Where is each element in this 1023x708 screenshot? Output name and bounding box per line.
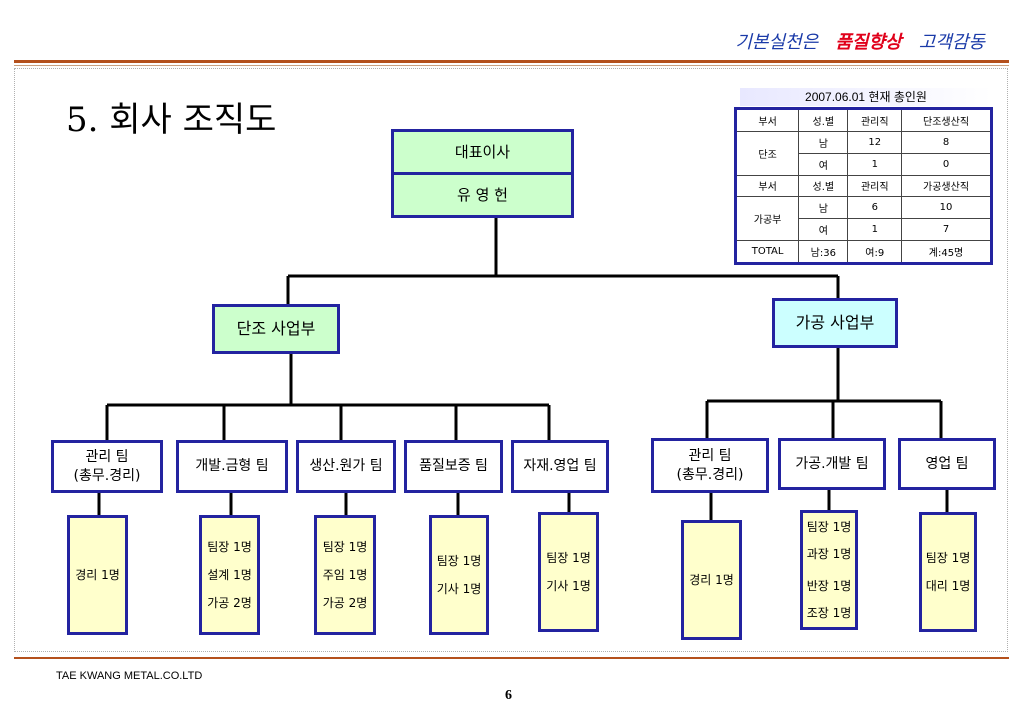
table-cell: 여:9 bbox=[847, 240, 903, 264]
table-row: 여 1 0 bbox=[736, 152, 992, 176]
header-rule-thin bbox=[14, 65, 1009, 66]
table-cell: 가공부 bbox=[734, 196, 800, 242]
processing-division-box: 가공 사업부 bbox=[772, 298, 898, 348]
forging-team-dev-mold: 개발.금형 팀 bbox=[176, 440, 288, 493]
ceo-name-box: 유 영 헌 bbox=[391, 172, 574, 218]
table-row: 가공부 남 6 10 bbox=[734, 196, 992, 242]
table-cell: 7 bbox=[901, 218, 992, 242]
table-cell: 0 bbox=[901, 152, 992, 176]
processing-process-dev-staff: 팀장 1명 과장 1명 반장 1명 조장 1명 bbox=[800, 510, 858, 630]
table-row: 부서 성.별 관리직 가공생산직 bbox=[734, 174, 992, 198]
table-cell: 10 bbox=[901, 196, 992, 220]
table-cell: 계:45명 bbox=[901, 240, 992, 264]
header-rule bbox=[14, 60, 1009, 63]
slogan: 기본실천은 품질향상 고객감동 bbox=[735, 28, 985, 54]
forging-quality-staff: 팀장 1명 기사 1명 bbox=[429, 515, 489, 635]
staff-entry: 팀장 1명 bbox=[925, 550, 971, 565]
forging-team-material-sales: 자재.영업 팀 bbox=[511, 440, 609, 493]
forging-production-cost-staff: 팀장 1명 주임 1명 가공 2명 bbox=[314, 515, 376, 635]
table-cell: 1 bbox=[847, 152, 903, 176]
staff-entry: 가공 2명 bbox=[322, 596, 368, 611]
forging-team-production-cost: 생산.원가 팀 bbox=[296, 440, 396, 493]
staff-entry: 팀장 1명 bbox=[207, 539, 252, 554]
staff-entry: 팀장 1명 bbox=[436, 553, 482, 568]
slogan-part3: 고객감동 bbox=[918, 32, 985, 53]
staff-entry: 팀장 1명 bbox=[322, 539, 368, 554]
staff-entry: 주임 1명 bbox=[322, 567, 368, 582]
company-name: TAE KWANG METAL.CO.LTD bbox=[56, 670, 203, 682]
ceo-role: 대표이사 bbox=[454, 142, 511, 161]
processing-team-sales: 영업 팀 bbox=[898, 438, 996, 490]
forging-division-box: 단조 사업부 bbox=[212, 304, 340, 354]
processing-admin-staff: 경리 1명 bbox=[681, 520, 742, 640]
staff-entry: 팀장 1명 bbox=[806, 519, 852, 534]
table-cell: 여 bbox=[798, 218, 849, 242]
forging-material-sales-staff: 팀장 1명 기사 1명 bbox=[538, 512, 599, 632]
forging-team-quality: 품질보증 팀 bbox=[404, 440, 503, 493]
table-cell: 6 bbox=[847, 196, 903, 220]
staff-entry: 가공 2명 bbox=[207, 596, 252, 611]
table-cell: TOTAL bbox=[734, 240, 800, 264]
table-cell: 남 bbox=[798, 196, 849, 220]
processing-team-admin: 관리 팀 (총무.경리) bbox=[651, 438, 769, 493]
table-cell: 관리직 bbox=[847, 108, 903, 132]
content-frame bbox=[14, 68, 1008, 652]
table-cell: 여 bbox=[798, 152, 849, 176]
slogan-part1: 기본실천은 bbox=[735, 32, 819, 53]
staff-entry: 조장 1명 bbox=[806, 606, 852, 621]
table-cell: 단조 bbox=[734, 130, 800, 176]
table-cell: 성.별 bbox=[798, 174, 849, 198]
table-cell: 8 bbox=[901, 130, 992, 154]
footer-rule bbox=[14, 657, 1009, 659]
staff-entry: 팀장 1명 bbox=[546, 550, 591, 565]
forging-admin-staff: 경리 1명 bbox=[67, 515, 128, 635]
forging-team-admin: 관리 팀 (총무.경리) bbox=[51, 440, 163, 493]
team-label: 관리 팀 (총무.경리) bbox=[73, 448, 141, 484]
staff-entry: 반장 1명 bbox=[806, 579, 852, 593]
team-label: 관리 팀 (총무.경리) bbox=[676, 447, 744, 483]
forging-dev-mold-staff: 팀장 1명 설계 1명 가공 2명 bbox=[199, 515, 260, 635]
table-cell: 남 bbox=[798, 130, 849, 154]
table-cell: 관리직 bbox=[847, 174, 903, 198]
staff-entry: 과장 1명 bbox=[806, 546, 852, 561]
team-label: 개발.금형 팀 bbox=[195, 458, 269, 475]
table-row: 부서 성.별 관리직 단조생산직 bbox=[734, 108, 992, 132]
table-row: TOTAL 남:36 여:9 계:45명 bbox=[734, 240, 992, 264]
page-number: 6 bbox=[505, 688, 512, 703]
team-label: 생산.원가 팀 bbox=[309, 458, 383, 475]
table-cell: 단조생산직 bbox=[901, 108, 992, 132]
processing-division-label: 가공 사업부 bbox=[795, 313, 875, 333]
table-row: 단조 남 12 8 bbox=[734, 130, 992, 176]
team-label: 자재.영업 팀 bbox=[523, 458, 597, 475]
staff-entry: 기사 1명 bbox=[546, 579, 591, 593]
staff-entry: 설계 1명 bbox=[207, 567, 252, 582]
table-cell: 부서 bbox=[734, 174, 800, 198]
ceo-title-box: 대표이사 bbox=[391, 129, 574, 175]
table-cell: 가공생산직 bbox=[901, 174, 992, 198]
page-title: 5. 회사 조직도 bbox=[66, 100, 277, 140]
table-cell: 12 bbox=[847, 130, 903, 154]
table-cell: 남:36 bbox=[798, 240, 849, 264]
slogan-highlight: 품질향상 bbox=[835, 32, 902, 53]
processing-sales-staff: 팀장 1명 대리 1명 bbox=[919, 512, 977, 632]
team-label: 영업 팀 bbox=[925, 455, 969, 472]
ceo-name: 유 영 헌 bbox=[457, 185, 508, 204]
headcount-table-caption: 2007.06.01 현재 총인원 bbox=[740, 88, 992, 106]
team-label: 품질보증 팀 bbox=[419, 458, 488, 475]
staff-entry: 기사 1명 bbox=[436, 582, 482, 596]
table-cell: 성.별 bbox=[798, 108, 849, 132]
table-cell: 1 bbox=[847, 218, 903, 242]
staff-entry: 경리 1명 bbox=[75, 567, 120, 582]
forging-division-label: 단조 사업부 bbox=[236, 319, 316, 339]
headcount-table: 부서 성.별 관리직 단조생산직 단조 남 12 8 여 1 0 부서 성.별 … bbox=[734, 107, 993, 265]
staff-entry: 대리 1명 bbox=[925, 579, 971, 593]
table-cell: 부서 bbox=[734, 108, 800, 132]
staff-entry: 경리 1명 bbox=[689, 572, 734, 587]
processing-team-process-dev: 가공.개발 팀 bbox=[778, 438, 886, 490]
team-label: 가공.개발 팀 bbox=[795, 455, 869, 472]
